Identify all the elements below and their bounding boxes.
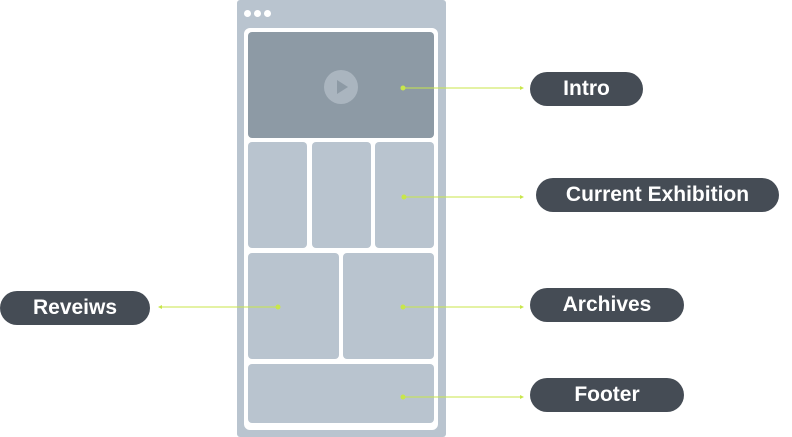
reviews-label: Reveiws	[0, 291, 150, 325]
footer-section	[248, 364, 434, 423]
current-exhibition-arrowhead	[520, 195, 524, 199]
archives-arrowhead	[520, 305, 524, 309]
wireframe-screen	[244, 28, 438, 430]
play-icon	[324, 70, 358, 104]
footer-arrowhead	[520, 395, 524, 399]
window-dot-icon	[244, 10, 251, 17]
wireframe-device	[237, 0, 446, 437]
current-exhibition-card	[248, 142, 307, 248]
current-exhibition-card	[312, 142, 371, 248]
current-exhibition-card	[375, 142, 434, 248]
archives-label: Archives	[530, 288, 684, 322]
intro-arrowhead	[520, 86, 524, 90]
current-exhibition-label: Current Exhibition	[536, 178, 779, 212]
window-dot-icon	[264, 10, 271, 17]
intro-label: Intro	[530, 72, 643, 106]
intro-section	[248, 32, 434, 138]
archives-section	[343, 253, 434, 359]
reviews-arrowhead	[158, 305, 162, 309]
window-dot-icon	[254, 10, 261, 17]
footer-label: Footer	[530, 378, 684, 412]
reviews-section	[248, 253, 339, 359]
